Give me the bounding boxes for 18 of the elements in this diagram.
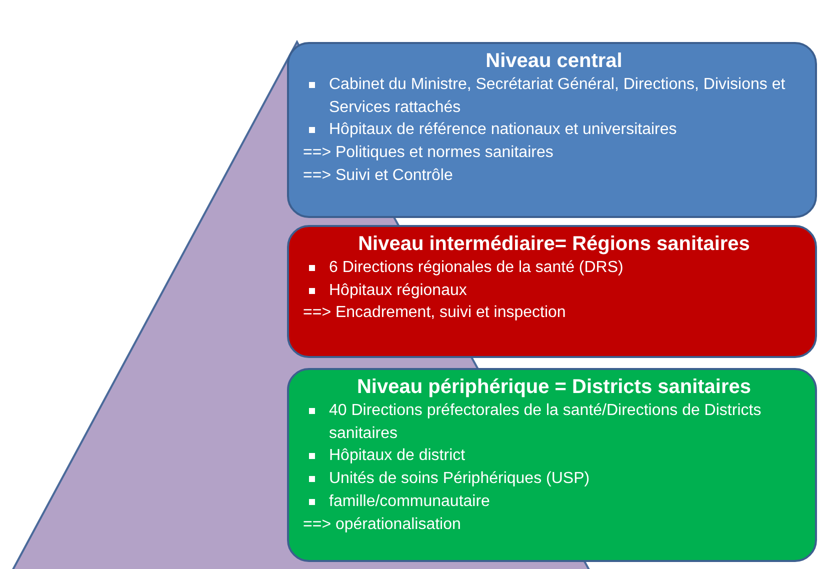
bullet-item: 6 Directions régionales de la santé (DRS) <box>303 257 805 280</box>
bullet-item: Cabinet du Ministre, Secrétariat Général, Directions, Divisions et Services rattachés <box>303 74 805 120</box>
bullet-item: Hôpitaux de district <box>303 445 805 468</box>
bullet-item: 40 Directions préfectorales de la santé/Directions de Districts sanitaires <box>303 400 805 446</box>
level-box <box>287 42 817 218</box>
level-heading: Niveau périphérique = Districts sanitaires <box>356 375 752 400</box>
level-heading: Niveau central <box>484 49 624 74</box>
outcome-line: ==> Politiques et normes sanitaires <box>303 143 554 164</box>
outcome-line: ==> opérationalisation <box>303 514 462 535</box>
bullet-item: Unités de soins Périphériques (USP) <box>303 468 805 491</box>
outcome-line: ==> Encadrement, suivi et inspection <box>303 303 567 324</box>
outcome-line: ==> Suivi et Contrôle <box>303 166 454 186</box>
bullet-item: famille/communautaire <box>303 490 805 514</box>
level-box <box>287 368 817 562</box>
level-box <box>287 225 817 358</box>
bullet-item: Hôpitaux régionaux <box>303 280 805 302</box>
bullet-item: Hôpitaux de référence nationaux et universitaires <box>303 119 805 142</box>
level-heading: Niveau intermédiaire= Régions sanitaires <box>357 232 751 257</box>
